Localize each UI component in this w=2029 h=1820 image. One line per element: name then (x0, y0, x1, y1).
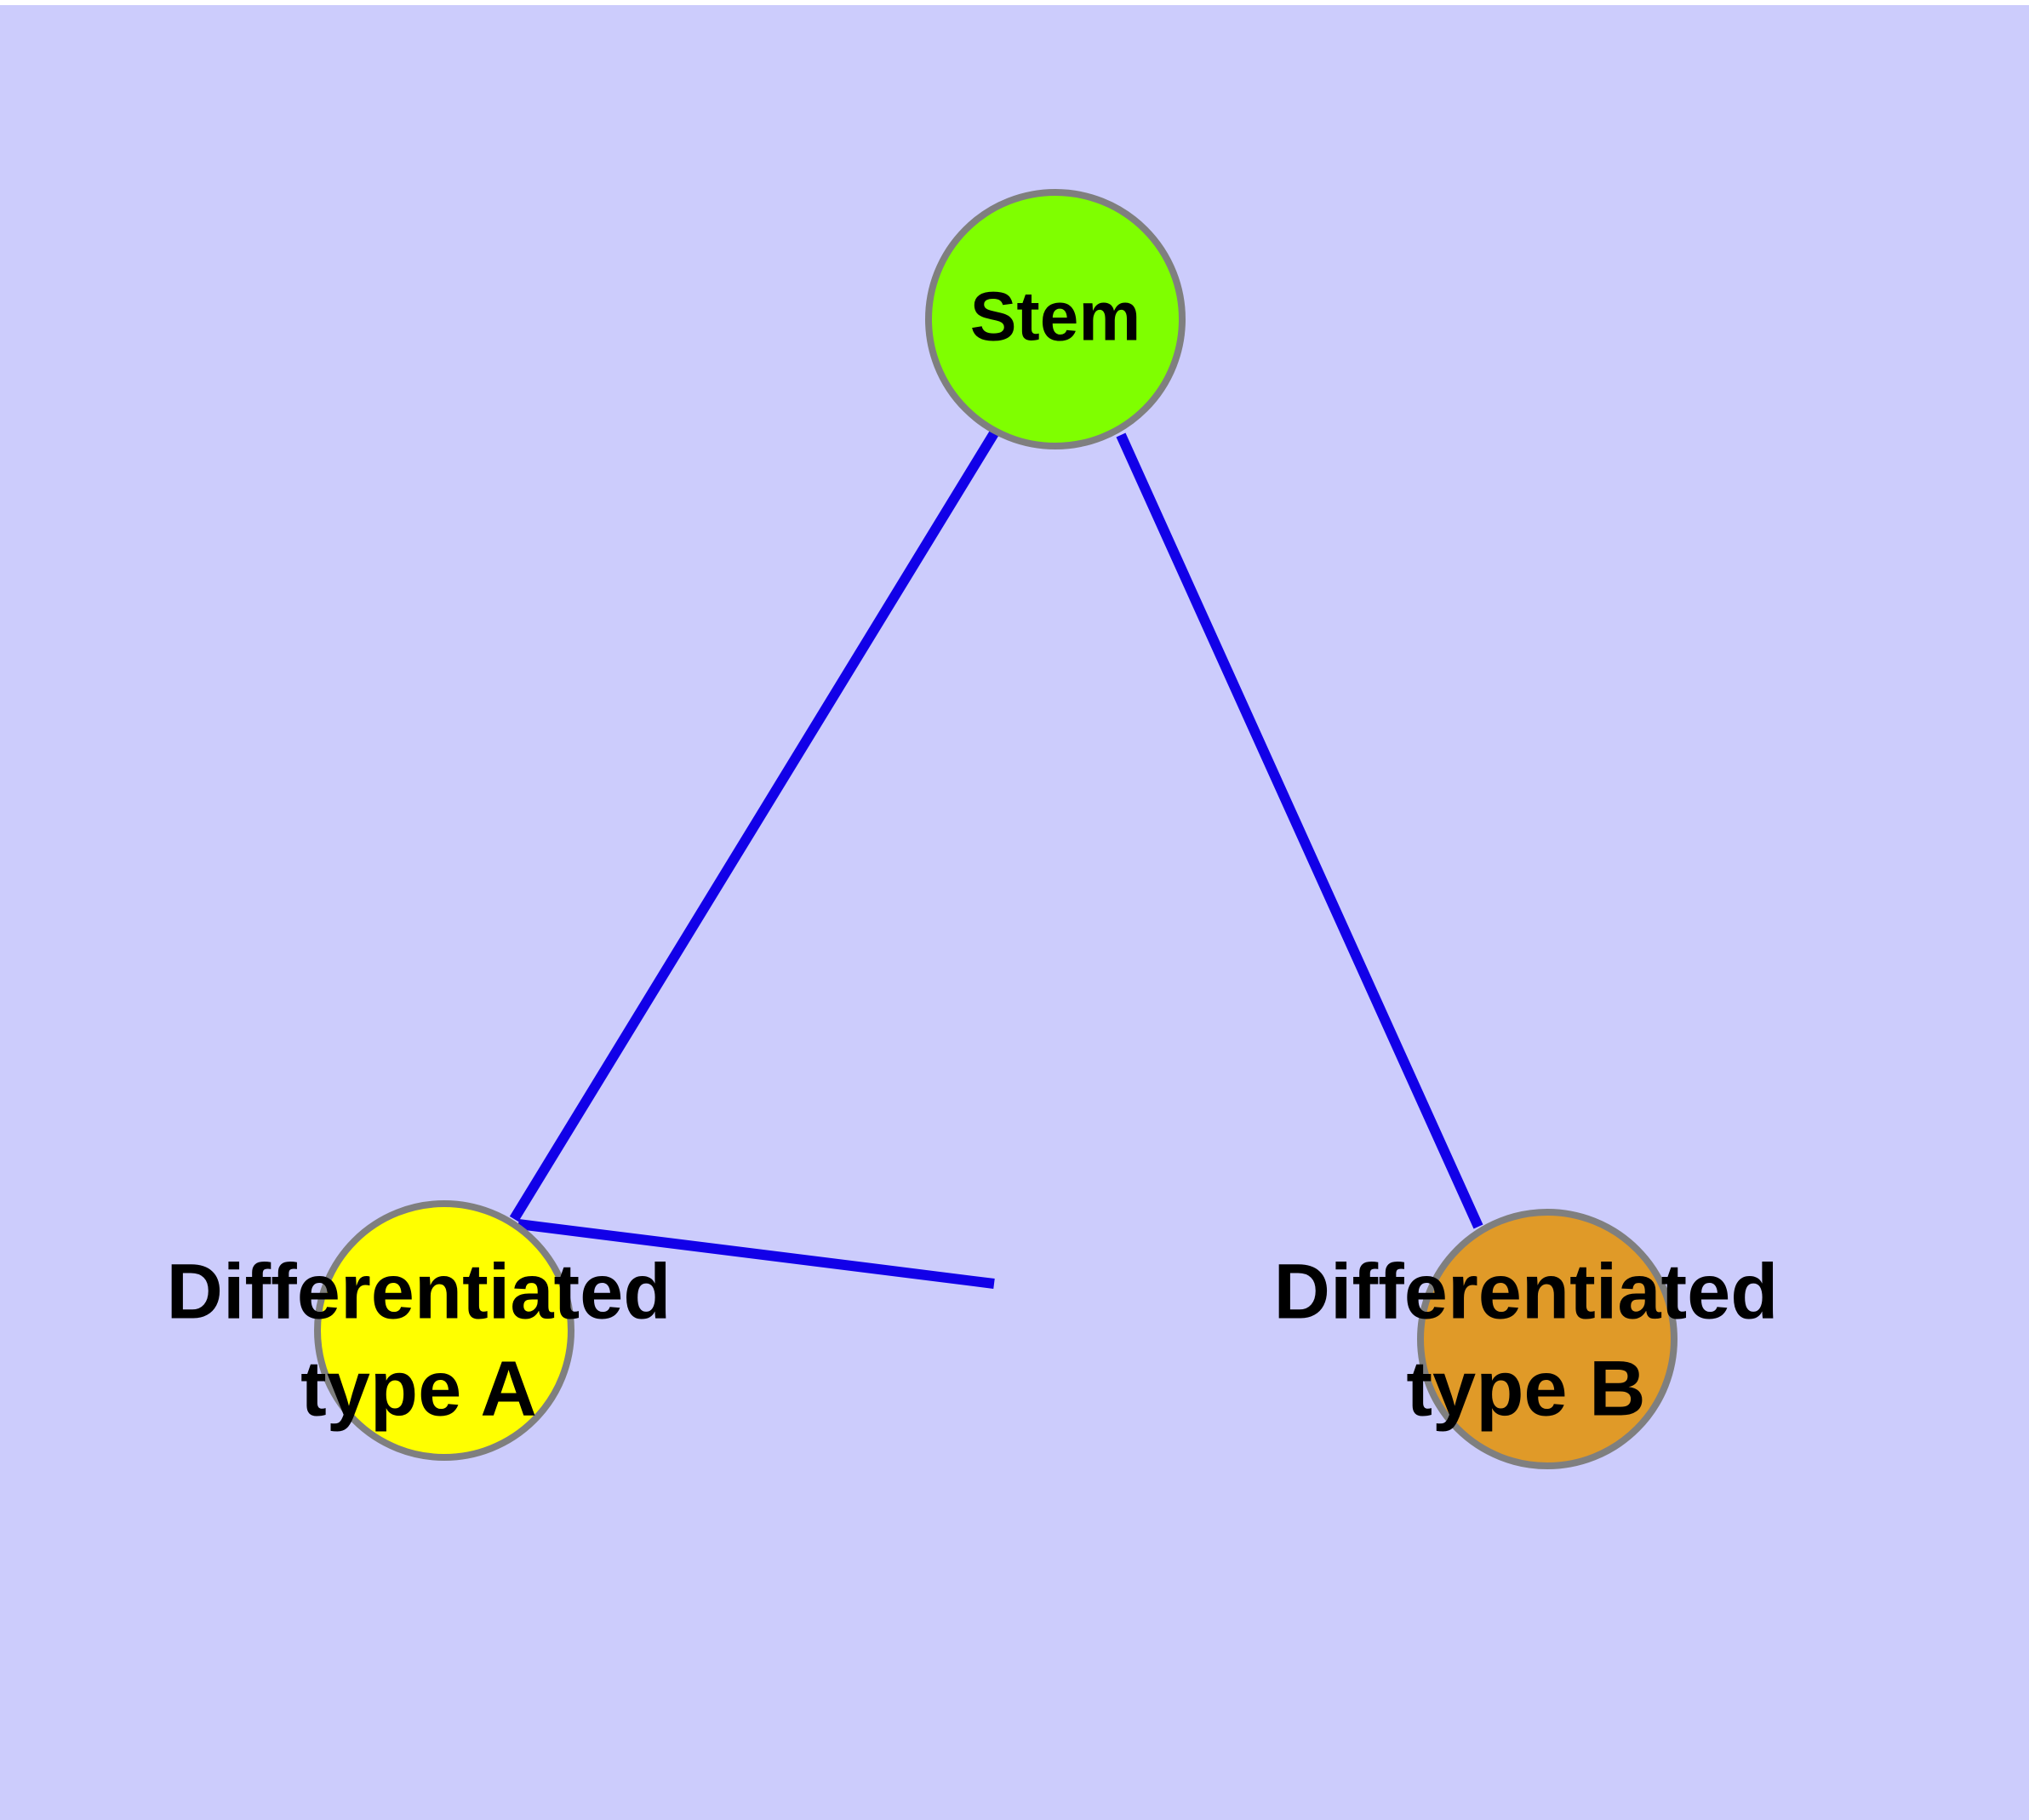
label-group: Stem Differentiated type A Differentiate… (167, 278, 1779, 1433)
node-differentiated-type-b[interactable] (1417, 1209, 1677, 1469)
node-stem[interactable] (925, 189, 1186, 449)
edge-group (509, 430, 1483, 1289)
edge-stem-to-differentiated-type-a-main[interactable] (509, 430, 999, 1222)
node-differentiated-type-a[interactable] (314, 1200, 574, 1461)
node-group (314, 189, 1677, 1469)
node-stem-label: Stem (970, 278, 1141, 356)
node-differentiated-type-b-label-line2: type B (1406, 1345, 1645, 1432)
edge-stem-to-differentiated-type-a[interactable] (517, 1219, 995, 1289)
node-differentiated-type-a-label-line2: type A (300, 1345, 537, 1432)
node-differentiated-type-b-label-line1: Differentiated (1274, 1248, 1779, 1335)
edge-stem-to-differentiated-type-b[interactable] (1116, 432, 1483, 1229)
node-differentiated-type-a-label-line1: Differentiated (167, 1248, 672, 1335)
